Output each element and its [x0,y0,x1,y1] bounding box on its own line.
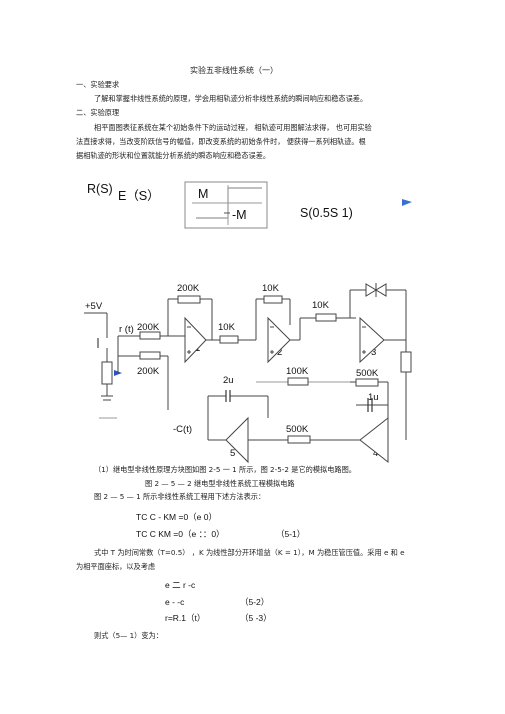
resistor [139,351,161,360]
resistor-label: 10K [218,322,235,333]
opamp [267,316,291,364]
capacitor-label: 1u [368,392,379,403]
section2-line-3: 据相轨迹的形状和位置就能分析系统的瞬态响应和稳态误差。 [76,151,271,160]
capacitor-label: 2u [223,375,234,386]
resistor [263,295,283,304]
relay-characteristic [196,187,262,219]
equation-4: e - -c [165,597,185,607]
block-input-label: R(S) [87,182,113,196]
plant-label: S(0.5S 1) [300,206,353,220]
resistor [287,377,309,386]
equation-4-number: （5-2） [240,597,270,607]
equation-5: r=R.1（t） [165,613,206,623]
section2-line-1: 相平面图表征系统在某个初始条件下的运动过程， 相轨迹可用图解法求得， 也可用实验 [94,123,372,132]
potentiometer [101,361,113,385]
section1-body: 了解和掌握非线性系统的原理，学会用相轨迹分析非线性系统的瞬间响应和稳态误差。 [94,94,368,103]
block-diagram [135,181,412,229]
opamp [225,416,249,464]
resistor [139,331,161,340]
supply-label: +5V [85,301,103,312]
resistor-label: 200K [137,322,160,333]
relay-lower-label: -M [232,208,247,222]
block-error-label: E（S） [118,189,160,203]
arrow-icon [402,199,412,206]
equation-2-number: （5-1） [276,529,306,539]
resistor [400,351,412,373]
resistor-label: 500K [286,424,309,435]
explanation-line-2: 为相平面座标，以及考虑 [76,562,156,571]
input-label: r (t) [119,324,134,335]
intro-sentence: 图 2 — 5 — 1 所示非线性系统工程用下述方法表示： [94,492,266,501]
section2-heading: 二、实验原理 [76,108,120,117]
relay-block [184,181,268,229]
circuit-diagram [84,283,412,464]
section1-heading: 一、实验要求 [76,80,120,89]
opamp-number: 5 [230,448,236,459]
opamp [184,316,207,364]
resistor [219,335,239,344]
section2-line-2: 法直接求得，当改变阶跃信号的幅值，即改变系统的初始条件时， 便获得一系列相轨迹。… [76,137,366,146]
equation-1: TC C - KM =0（e 0） [136,512,218,522]
equation-3: e 二 r -c [165,580,196,590]
figure-caption: 图 2 — 5 — 2 继电型非线性系统工程模拟电路 [145,479,295,488]
resistor-label: 10K [312,300,329,311]
resistor [315,313,337,322]
page-title: 实验五非线性系统（一） [190,66,278,75]
resistor-label: 200K [177,283,200,294]
opamp [359,316,385,364]
relay-upper-label: M [198,187,209,201]
resistor [177,295,201,304]
equation-5-number: （5 -3） [240,613,272,623]
opamp [359,416,389,464]
resistor [287,435,311,444]
explanation-line-1: 式中 T 为时间常数（T=0.5） ，K 为线性部分开环增益（K = 1），M … [94,548,405,557]
output-label: -C(t) [173,424,192,435]
zener-diode-icon [365,283,377,297]
zener-diode-icon [375,283,387,297]
resistor [355,378,379,387]
closing-sentence: 则式（5— 1）变为： [94,631,163,640]
resistor-label: 100K [286,366,309,377]
resistor-label: 10K [262,283,279,294]
resistor-label: 200K [137,366,160,377]
equation-2: TC C KM =0（e ：：0） [136,529,225,539]
resistor-label: 500K [356,368,379,379]
opamp-number: 2 [277,347,283,358]
opamp-number: 4 [373,448,379,459]
opamp-number: 3 [371,347,377,358]
figure-description: （1）继电型非线性原理方块图如图 2-5 一 1 所示，图 2-5-2 是它的模… [94,465,356,474]
